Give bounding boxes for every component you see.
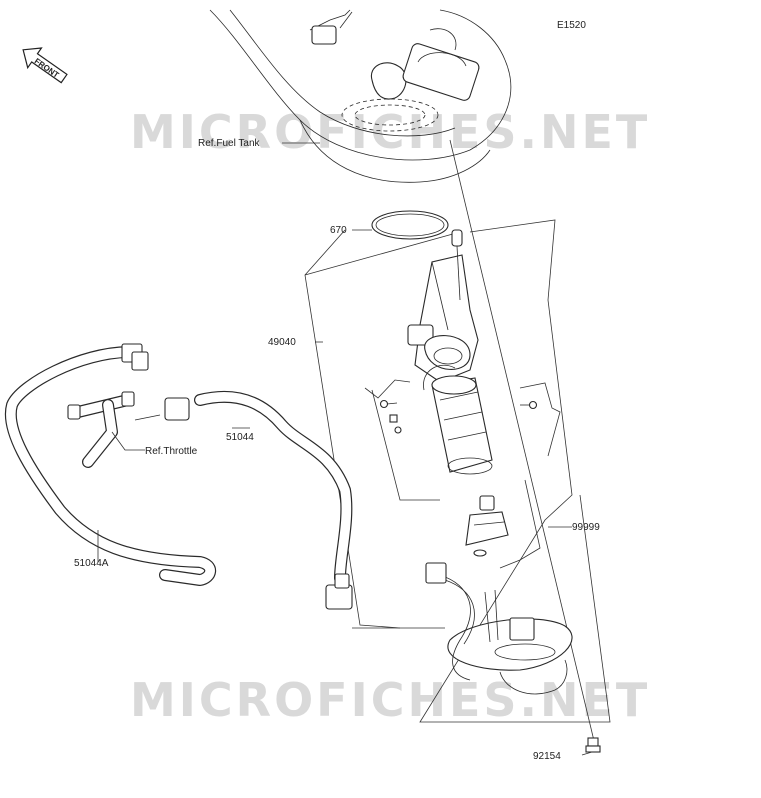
pump-wire-harness (425, 562, 475, 681)
screw-left-icon (379, 399, 398, 409)
bracket-49040 (304, 229, 401, 629)
label-51044: 51044 (226, 432, 254, 443)
small-gasket (473, 549, 487, 557)
hose-51044 (134, 390, 353, 610)
screw-right-icon (520, 400, 538, 410)
bolt-92154 (585, 737, 601, 753)
label-49040: 49040 (268, 337, 296, 348)
washer-icon (394, 426, 402, 434)
diagram-code: E1520 (557, 20, 586, 31)
throttle-t-fitting (67, 391, 135, 468)
front-arrow-icon: FRONT (22, 47, 68, 84)
pump-base-plate (447, 589, 573, 695)
nut-icon (389, 414, 398, 423)
tank-bracket (311, 25, 337, 45)
tank-valve-cap (370, 62, 407, 100)
fuel-tank-outline (209, 9, 512, 183)
label-92154: 92154 (533, 751, 561, 762)
ref-throttle-label: Ref.Throttle (145, 446, 198, 457)
label-51044a: 51044A (74, 558, 109, 569)
label-670: 670 (330, 225, 347, 236)
ref-fuel-tank-label: Ref.Fuel Tank (198, 138, 261, 149)
pump-connector (425, 562, 447, 584)
o-ring-670 (371, 210, 449, 240)
fuel-strainer (465, 495, 509, 546)
tank-top-hatch (402, 43, 480, 101)
fuel-pump-module (407, 229, 493, 475)
hose-51044a (4, 343, 217, 586)
bracket-99999 (419, 299, 611, 723)
label-99999: 99999 (572, 522, 600, 533)
watermark-bottom: MICROFICHES.NET (130, 673, 650, 727)
watermark-top: MICROFICHES.NET (130, 105, 650, 159)
